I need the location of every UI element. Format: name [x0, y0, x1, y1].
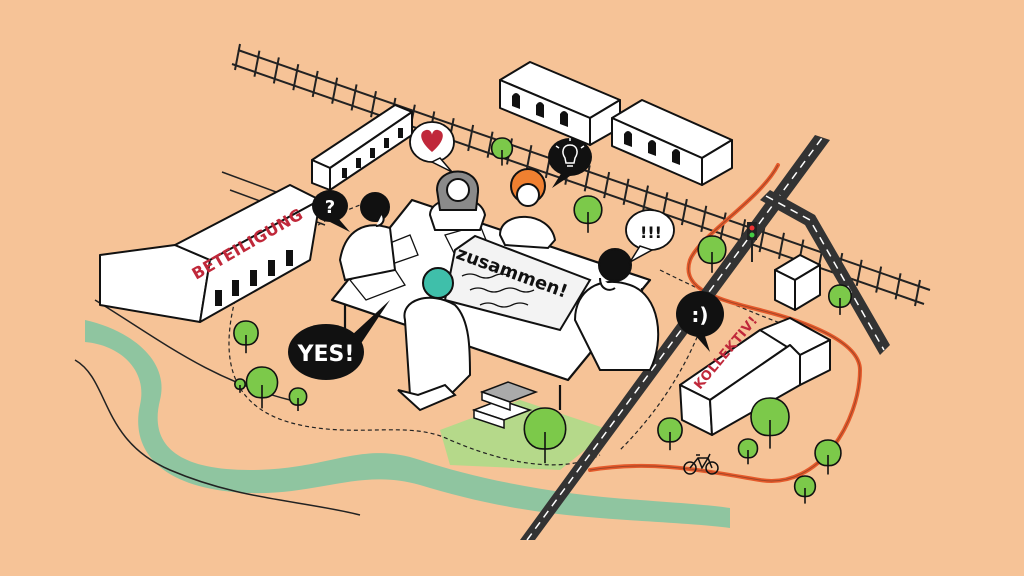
book-stack [471, 381, 539, 430]
rail-sleeper [778, 232, 785, 259]
lightbulb-icon [555, 138, 585, 167]
trees [233, 137, 853, 504]
tree [814, 439, 842, 475]
rail-sleeper [680, 198, 688, 226]
railway-tracks [231, 43, 931, 307]
rail-sleeper [525, 144, 533, 172]
speech-bubble-heart [409, 121, 455, 173]
person-orange-hair [498, 168, 557, 250]
rail-sleeper [642, 185, 649, 212]
rail-sleeper [894, 273, 902, 300]
tree [288, 387, 308, 411]
speech-bubble-yes: YES! [288, 300, 390, 380]
rail-sleeper [486, 131, 494, 158]
building-right-l: KOLLEKTIV! [679, 313, 831, 436]
rail-sleeper [603, 171, 611, 199]
rail-sleeper [253, 50, 261, 77]
person-right [573, 248, 660, 371]
exclaim-text: !!! [640, 223, 662, 242]
building-top-1 [499, 61, 621, 146]
tree [490, 137, 514, 166]
building-left-small [311, 104, 413, 191]
rail-sleeper [622, 178, 630, 206]
tree [573, 195, 603, 233]
rail-sleeper [914, 279, 921, 307]
rail-sleeper [370, 91, 377, 118]
rail-sleeper [331, 77, 339, 104]
rail-sleeper [350, 84, 358, 111]
tree [657, 417, 683, 451]
person-left [338, 192, 397, 282]
rail-sleeper [875, 266, 883, 293]
tree [245, 366, 279, 409]
rail-sleeper [272, 57, 280, 84]
smile-text: :) [691, 303, 708, 327]
rail-sleeper [855, 259, 863, 286]
tree [233, 320, 259, 354]
rail-sleeper [292, 64, 300, 91]
person-grey-hair [428, 170, 487, 231]
river [85, 320, 730, 528]
tree [737, 438, 759, 465]
question-text: ? [325, 197, 335, 218]
bike-path [588, 163, 863, 483]
tree [697, 235, 727, 273]
tree [793, 475, 817, 504]
speech-bubble-lightbulb [548, 138, 592, 188]
rail-sleeper [467, 124, 475, 152]
tree [523, 407, 567, 464]
traffic-light-icon [747, 222, 757, 262]
building-small-right [774, 254, 821, 311]
tree [750, 397, 790, 449]
rail-sleeper [700, 205, 708, 233]
building-top-2 [611, 99, 733, 186]
heart-icon [421, 129, 443, 152]
bicycle-icon [683, 453, 719, 475]
river-bank-line [74, 359, 361, 516]
rail-sleeper [234, 43, 241, 71]
person-teal-hair [397, 267, 472, 412]
rail-sleeper [758, 225, 766, 253]
speech-bubble-question: ? [312, 190, 350, 232]
rail-sleeper [583, 165, 591, 192]
yes-text: YES! [297, 342, 355, 367]
tree [234, 378, 246, 393]
banner-paper: zusammen! [443, 234, 592, 332]
speech-bubble-smile: :) [676, 291, 724, 352]
rail-sleeper [311, 70, 319, 98]
speech-bubble-exclaim: !!! [625, 209, 675, 265]
tree [827, 284, 853, 315]
